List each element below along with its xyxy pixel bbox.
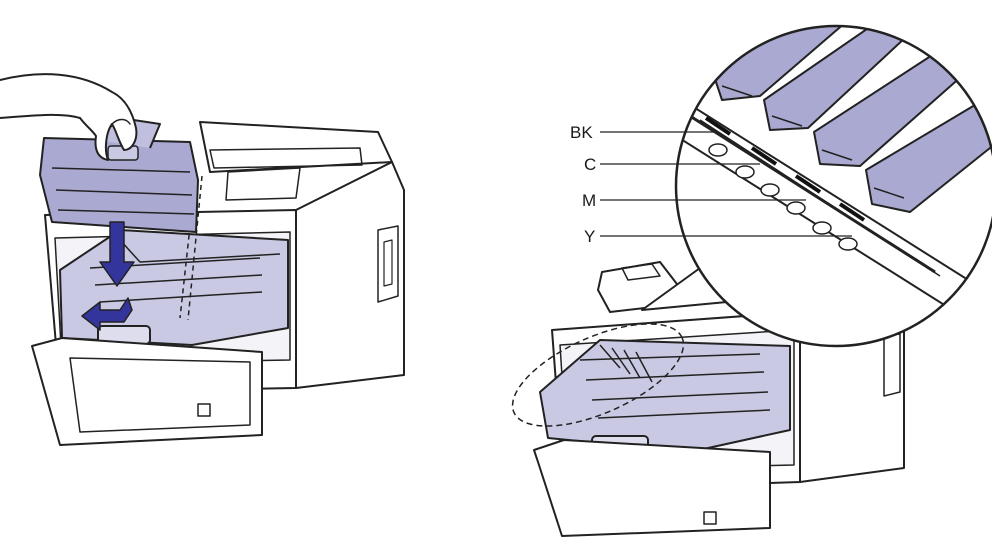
- left-printer-side: [295, 161, 405, 389]
- cartridge-bk: [711, 26, 861, 101]
- left-printer-cover: [31, 337, 263, 446]
- label-c: C: [584, 155, 596, 174]
- cartridge-c: [763, 26, 921, 131]
- right-printer-cover: [533, 439, 771, 537]
- cartridge-m: [813, 49, 981, 167]
- color-labels: BK C M Y: [570, 123, 852, 246]
- arrow-forward-icon: [81, 297, 133, 331]
- left-printer-top: [199, 121, 393, 173]
- arrow-down-icon: [99, 221, 135, 287]
- left-drum-unit: [59, 229, 289, 346]
- zoom-circle-border: [674, 24, 992, 348]
- zoom-detail: [674, 24, 992, 348]
- label-bk: BK: [570, 123, 593, 142]
- right-printer: [511, 261, 905, 537]
- left-insert-guide: [179, 171, 197, 319]
- label-y: Y: [584, 227, 595, 246]
- cartridge-area-highlight: [511, 323, 685, 427]
- left-insert-arrows: [81, 221, 135, 331]
- label-m: M: [582, 191, 596, 210]
- hand-icon: [0, 73, 138, 161]
